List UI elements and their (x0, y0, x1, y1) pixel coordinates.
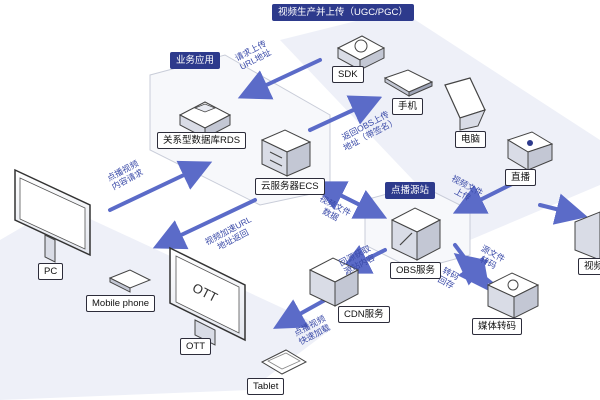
computer-label: 电脑 (455, 131, 487, 148)
ecs-label: 云服务器ECS (255, 178, 325, 195)
business-app-group-label: 业务应用 (170, 52, 221, 69)
pc-monitor (14, 168, 91, 263)
arrow-return-obs (308, 95, 383, 132)
client-band (0, 205, 330, 400)
tablet-device (260, 349, 308, 375)
rds-label: 关系型数据库RDS (157, 132, 247, 149)
mobile-device (108, 269, 152, 293)
live-device (506, 131, 554, 171)
cdn-label: CDN服务 (338, 306, 390, 323)
cdn-node (308, 257, 360, 307)
origin-group-label: 点播源站 (385, 182, 436, 199)
pc-label: PC (38, 263, 64, 280)
ott-label: OTT (180, 338, 211, 355)
arrow-play-accelerate (273, 298, 327, 329)
computer-device (444, 77, 486, 131)
right-partial-node (574, 211, 600, 261)
obs-node (390, 207, 442, 261)
transcode-node (486, 272, 540, 319)
mobile-label: Mobile phone (86, 295, 156, 312)
arrow-accelerate-url (152, 198, 257, 250)
arrow-upload-request (237, 58, 322, 100)
arrow-play-request (108, 160, 213, 212)
arrow-obs-ecs (312, 181, 382, 217)
phone-device (383, 69, 434, 97)
arrow-right-branch (538, 193, 588, 225)
live-label: 直播 (505, 169, 537, 186)
sdk-label: SDK (332, 66, 364, 83)
ecs-node (260, 129, 312, 177)
transcode-label: 媒体转码 (472, 318, 523, 335)
obs-label: OBS服务 (390, 262, 442, 279)
right-partial-label: 视频 (578, 258, 600, 275)
producer-group-label: 视频生产并上传（UGC/PGC） (272, 4, 414, 21)
sdk-device (336, 35, 386, 71)
tablet-label: Tablet (247, 378, 285, 395)
phone-label: 手机 (392, 98, 424, 115)
